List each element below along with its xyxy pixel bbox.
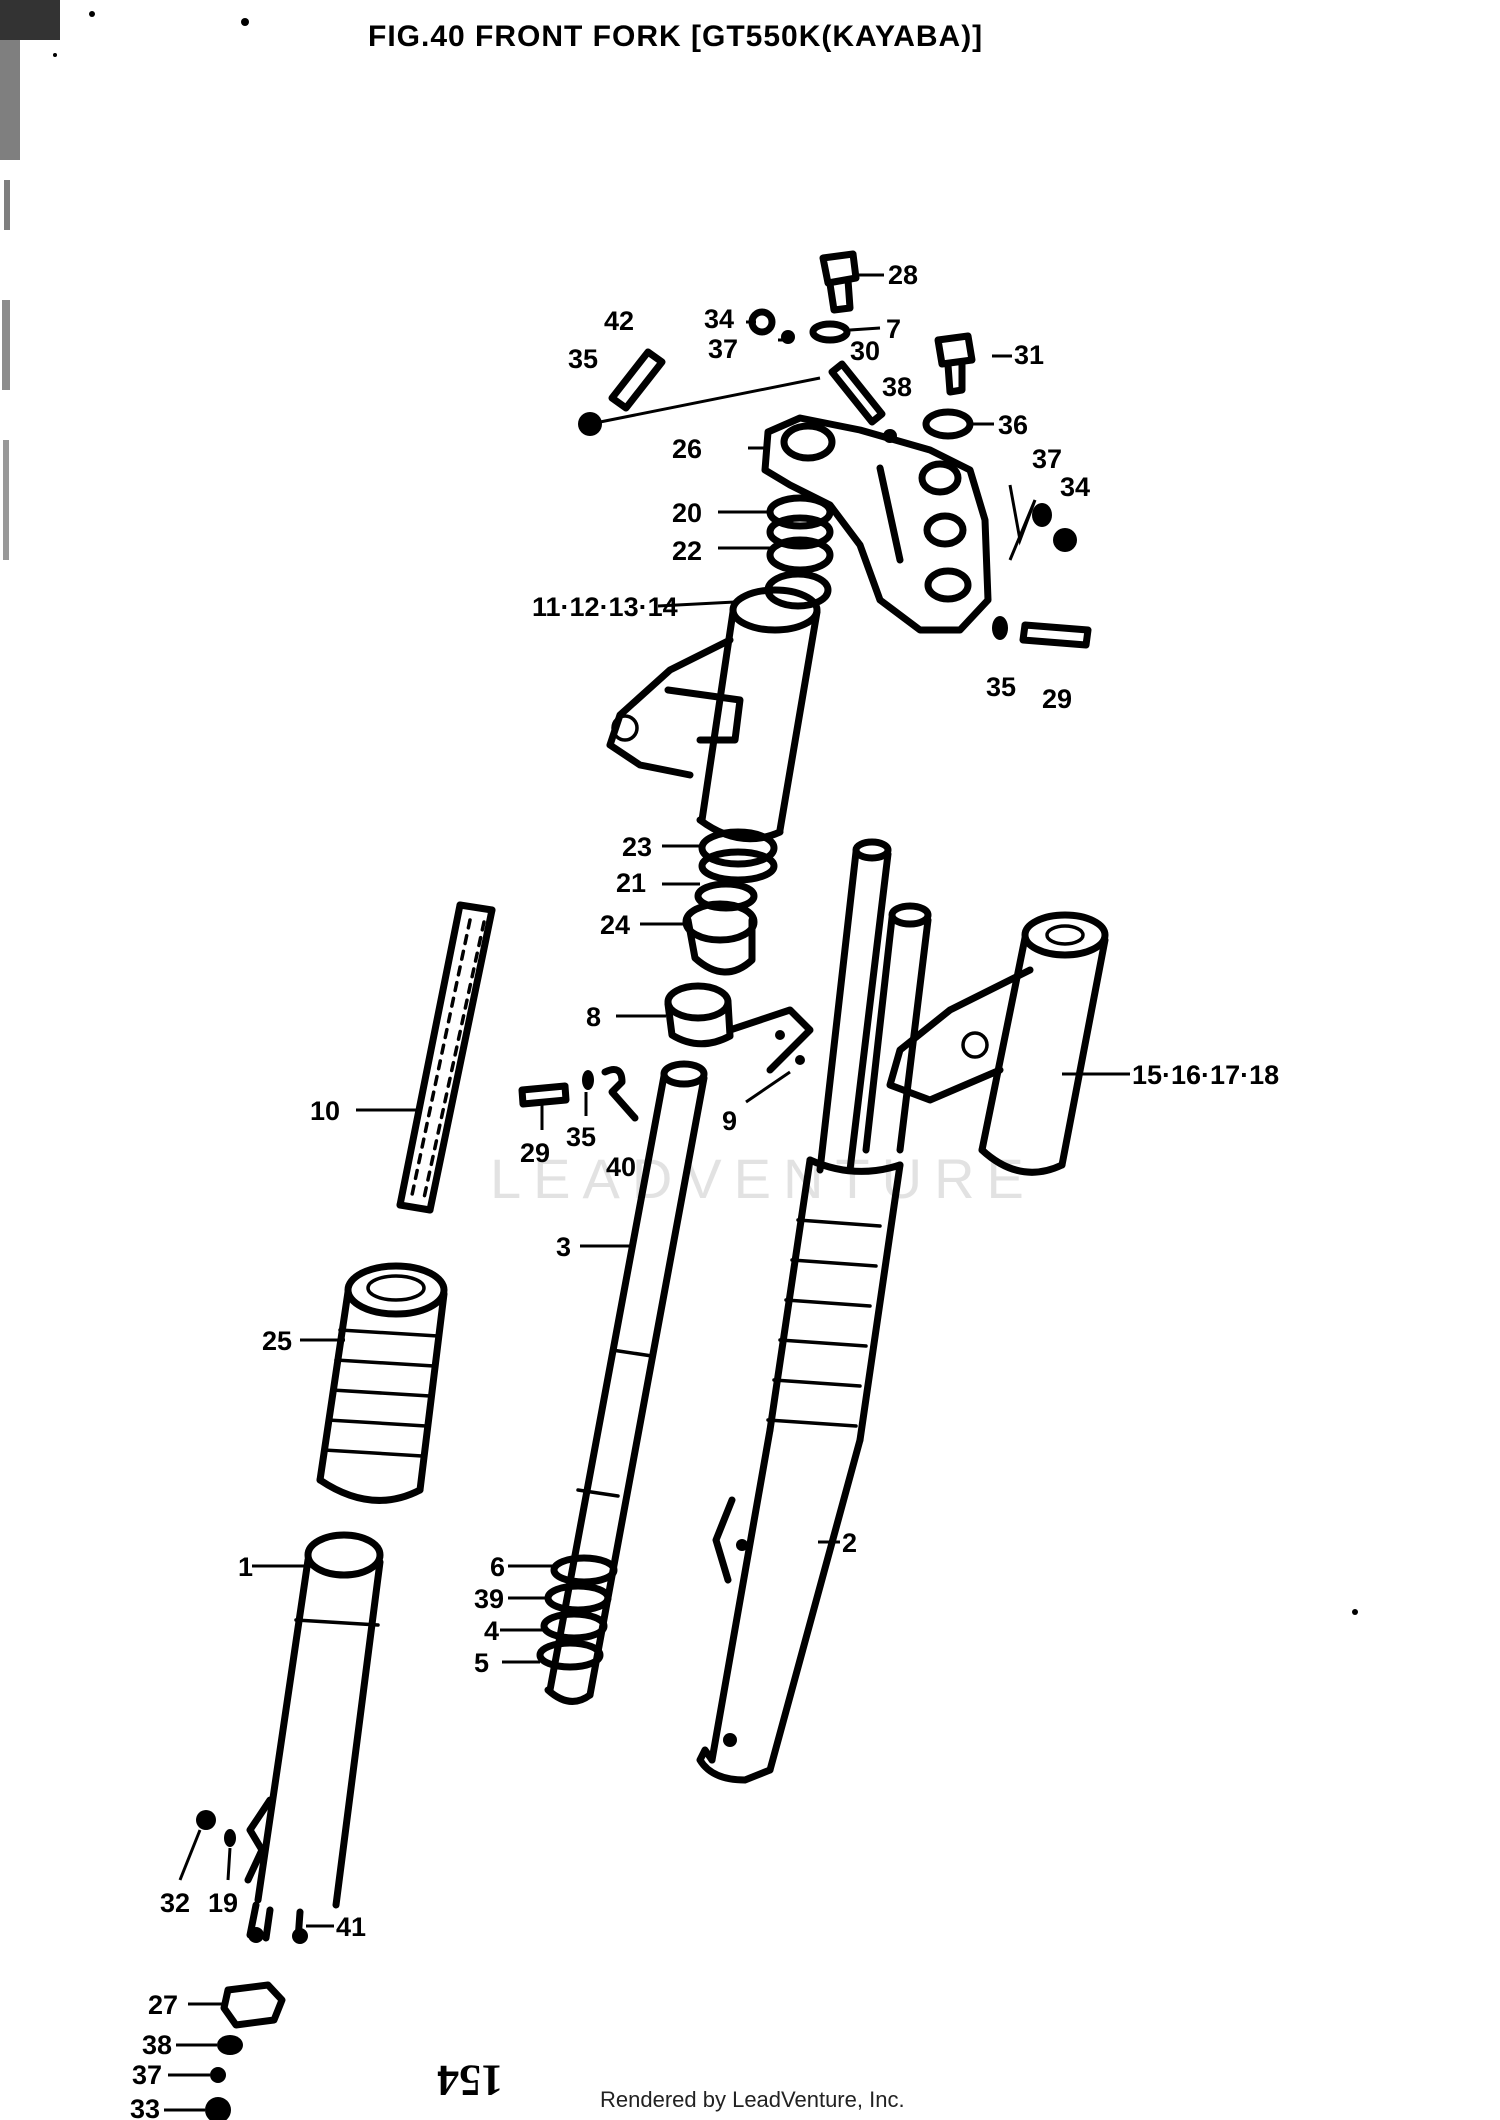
part-23-21-24-stack [682,828,778,976]
part-25-dust-boot [316,1262,448,1504]
callout-20: 20 [672,498,702,528]
callout-42: 42 [604,306,634,336]
callout-35: 35 [566,1122,596,1152]
callout-25: 25 [262,1326,292,1356]
callout-31: 31 [1014,340,1044,370]
callout-11-14: 11·12·13·14 [532,592,678,622]
part-28-bolt [819,250,860,314]
callout-34: 34 [704,304,734,334]
callout-32: 32 [160,1888,190,1918]
callout-36: 36 [998,410,1028,440]
callout-19: 19 [208,1888,238,1918]
callout-2: 2 [842,1528,857,1558]
callout-35: 35 [986,672,1016,702]
callout-24: 24 [600,910,630,940]
callout-38: 38 [142,2030,172,2060]
callout-8: 8 [586,1002,601,1032]
page-number: 154 [437,2056,503,2105]
callout-28: 28 [888,260,918,290]
part-2-outer-leg [696,838,932,1784]
callout-37: 37 [1032,444,1062,474]
leader-lines [164,273,1130,2112]
callout-40: 40 [606,1152,636,1182]
callout-15-18: 15·16·17·18 [1132,1060,1279,1090]
callout-37: 37 [132,2060,162,2090]
callout-5: 5 [474,1648,489,1678]
callout-33: 33 [130,2094,160,2120]
part-29-bolt-right [992,616,1092,649]
part-29-35-40-bolt [518,1066,639,1122]
watermark: LEADVENTURE [490,1147,1036,1210]
callout-4: 4 [484,1616,499,1646]
callout-10: 10 [310,1096,340,1126]
part-34-37-right [1032,503,1077,552]
callout-26: 26 [672,434,702,464]
callout-27: 27 [148,1990,178,2020]
callout-1: 1 [238,1552,253,1582]
callout-29: 29 [520,1138,550,1168]
callout-38: 38 [882,372,912,402]
callout-29: 29 [1042,684,1072,714]
callout-22: 22 [672,536,702,566]
callout-34: 34 [1060,472,1090,502]
part-32-19-bolts [196,1810,236,1847]
part-10-spring [396,901,496,1214]
part-11-14-outer-tube [606,586,821,843]
callout-23: 23 [622,832,652,862]
part-31-bolt [934,332,976,396]
callout-6: 6 [490,1552,505,1582]
part-34-37-nut [748,308,795,344]
part-30-bolt [828,360,886,426]
part-7-washer [809,320,851,344]
callout-21: 21 [616,868,646,898]
callout-30: 30 [850,336,880,366]
callout-41: 41 [336,1912,366,1942]
part-27-38-37-33 [205,1981,286,2120]
callout-labels: 28 7 34 37 42 35 30 38 31 36 26 37 34 20… [130,260,1279,2120]
part-26-upper-bracket [761,414,992,634]
callout-3: 3 [556,1232,571,1262]
figure-title: FIG.40 FRONT FORK [GT550K(KAYABA)] [368,20,983,53]
part-36-washer [922,408,974,440]
scan-noise [0,0,1358,1615]
footer-credit: Rendered by LeadVenture, Inc. [600,2087,905,2112]
part-15-18-bracket [886,911,1109,1176]
callout-9: 9 [722,1106,737,1136]
callout-37: 37 [708,334,738,364]
callout-39: 39 [474,1584,504,1614]
callout-7: 7 [886,314,901,344]
part-8-9-collar [664,982,814,1074]
part-1-outer-leg [244,1531,384,1944]
callout-35: 35 [568,344,598,374]
